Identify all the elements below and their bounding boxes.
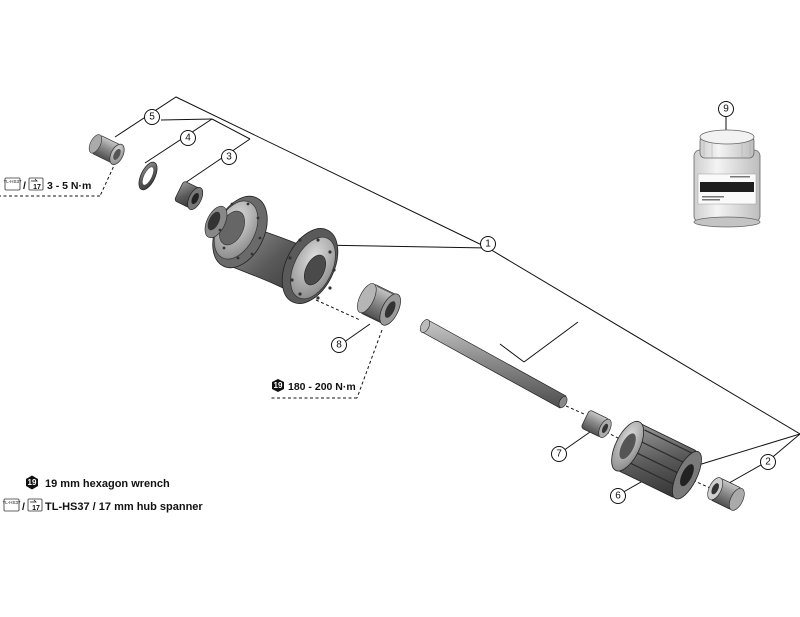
leader-lines [114,96,800,495]
legend-spanner-row: TL-HS37 / 17 TL-HS37 / 17 mm hub spanner [2,498,203,513]
svg-text:5: 5 [149,112,155,123]
dashed-guides [0,156,711,489]
freehub-bolt-torque-spec: 19 180 - 200 N·m [272,379,356,393]
svg-text:/: / [23,180,26,192]
svg-text:17: 17 [33,184,41,191]
callout-7: 7 [551,446,567,462]
callout-4: 4 [180,130,196,146]
svg-text:19 mm hexagon wrench: 19 mm hexagon wrench [45,478,170,490]
hexagon-wrench-icon: 19 [272,379,284,392]
svg-text:17: 17 [32,505,40,512]
lock-nut-part [88,134,125,165]
svg-text:180 - 200 N·m: 180 - 200 N·m [288,381,356,393]
svg-text:/: / [22,501,25,513]
hub-body-part [204,195,339,304]
svg-text:3 - 5 N·m: 3 - 5 N·m [47,180,91,192]
callout-8: 8 [331,337,347,353]
spacer-part [581,410,612,438]
callout-2: 2 [760,454,776,470]
callout-3: 3 [221,149,237,165]
hub-spanner-icon: TL-HS37 [2,498,21,512]
axle-part [419,319,568,409]
legend-hex-row: 19 19 mm hexagon wrench [26,475,170,490]
svg-text:9: 9 [723,104,729,115]
spanner-size-icon: 17 [27,498,43,512]
svg-text:7: 7 [556,449,562,460]
callout-6: 6 [610,488,626,504]
svg-text:1: 1 [485,239,491,250]
end-cap-part [707,477,745,511]
svg-text:TL-HS37: TL-HS37 [2,500,21,505]
svg-text:2: 2 [765,457,771,468]
spanner-size-icon: 17 [28,177,44,191]
legend: 19 19 mm hexagon wrench TL-HS37 / 17 TL-… [2,475,203,513]
callout-9: 9 [718,101,734,117]
grease-jar-part [693,129,761,228]
svg-text:19: 19 [28,478,37,487]
svg-text:8: 8 [336,340,342,351]
svg-text:19: 19 [274,381,283,390]
svg-text:6: 6 [615,491,621,502]
svg-text:4: 4 [185,133,191,144]
svg-text:3: 3 [226,152,232,163]
cone-part [174,181,204,210]
svg-text:TL-HS37: TL-HS37 [3,179,22,184]
hexagon-wrench-icon: 19 [26,475,38,490]
freehub-body-part [611,420,702,500]
washer-part [138,161,158,191]
lock-nut-torque-spec: TL-HS37 / 17 3 - 5 N·m [3,177,91,192]
hub-spanner-icon: TL-HS37 [3,177,22,191]
callout-1: 1 [480,236,496,252]
freehub-bolt-part [357,283,401,326]
callout-5: 5 [144,109,160,125]
svg-text:TL-HS37 / 17 mm hub spanner: TL-HS37 / 17 mm hub spanner [45,501,203,513]
